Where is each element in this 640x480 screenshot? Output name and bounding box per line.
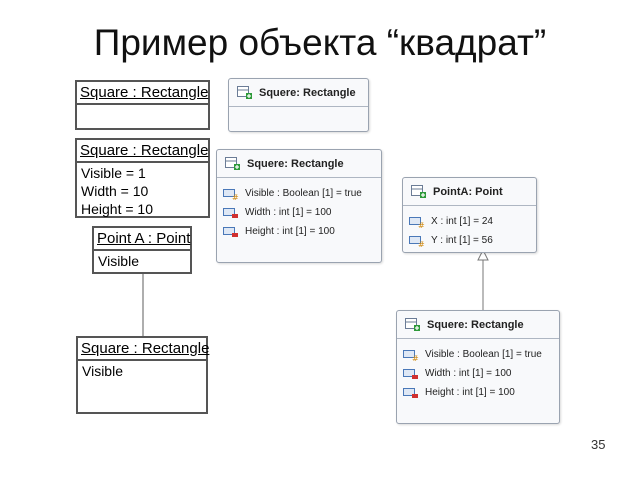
attribute-line: Visible [82, 363, 123, 379]
attribute-row: # Visible : Boolean [1] = true [397, 345, 559, 364]
page-title: Пример объекта “квадрат” [93, 22, 547, 63]
int-slot-icon [223, 207, 238, 218]
uml-box-squere-bottom: Squere: Rectangle # Visible : Boolean [1… [396, 310, 560, 424]
uml-box-point: PointA: Point # X : int [1] = 24 # Y : i… [402, 177, 537, 253]
attribute-line: Width = 10 [81, 183, 149, 199]
uml-box-squere-empty: Squere: Rectangle [228, 78, 369, 132]
class-icon [405, 317, 420, 331]
class-icon [237, 85, 252, 99]
attribute-row: # Y : int [1] = 56 [403, 231, 536, 250]
hand-box-header: Point A : Point [97, 230, 191, 247]
page-number: 35 [591, 437, 606, 452]
attribute-line: Visible [98, 253, 139, 269]
int-slot-icon: # [409, 235, 425, 247]
hand-box-header: Square : Rectangle [81, 340, 210, 357]
uml-box-header: Squere: Rectangle [427, 318, 524, 331]
svg-text:#: # [418, 221, 425, 228]
attribute-line: Visible = 1 [81, 165, 146, 181]
svg-text:#: # [412, 354, 419, 361]
attribute-line: Height = 10 [81, 201, 153, 217]
int-slot-icon [403, 387, 418, 398]
uml-box-header: PointA: Point [433, 185, 503, 198]
svg-text:#: # [418, 240, 425, 247]
boolean-slot-icon: # [223, 188, 239, 200]
hand-box-square-values: Square : Rectangle Visible = 1 Width = 1… [75, 138, 210, 218]
int-slot-icon: # [409, 216, 425, 228]
int-slot-icon [223, 226, 238, 237]
hand-box-header: Square : Rectangle [80, 84, 209, 101]
hand-box-square-empty: Square : Rectangle [75, 80, 210, 130]
hand-box-square-visible: Square : Rectangle Visible [76, 336, 210, 414]
attribute-row: Height : int [1] = 100 [217, 222, 381, 241]
attribute-row: # X : int [1] = 24 [403, 212, 536, 231]
hand-box-header: Square : Rectangle [80, 142, 209, 159]
uml-box-header: Squere: Rectangle [247, 157, 344, 170]
uml-box-squere-attrs: Squere: Rectangle # Visible : Boolean [1… [216, 149, 382, 263]
class-icon [411, 184, 426, 198]
attribute-row: Height : int [1] = 100 [397, 383, 559, 402]
svg-text:#: # [232, 193, 239, 200]
int-slot-icon [403, 368, 418, 379]
class-icon [225, 156, 240, 170]
attribute-row: # Visible : Boolean [1] = true [217, 184, 381, 203]
uml-box-header: Squere: Rectangle [259, 86, 356, 99]
attribute-row: Width : int [1] = 100 [217, 203, 381, 222]
boolean-slot-icon: # [403, 349, 419, 361]
hand-box-point: Point A : Point Visible [92, 226, 192, 274]
attribute-row: Width : int [1] = 100 [397, 364, 559, 383]
